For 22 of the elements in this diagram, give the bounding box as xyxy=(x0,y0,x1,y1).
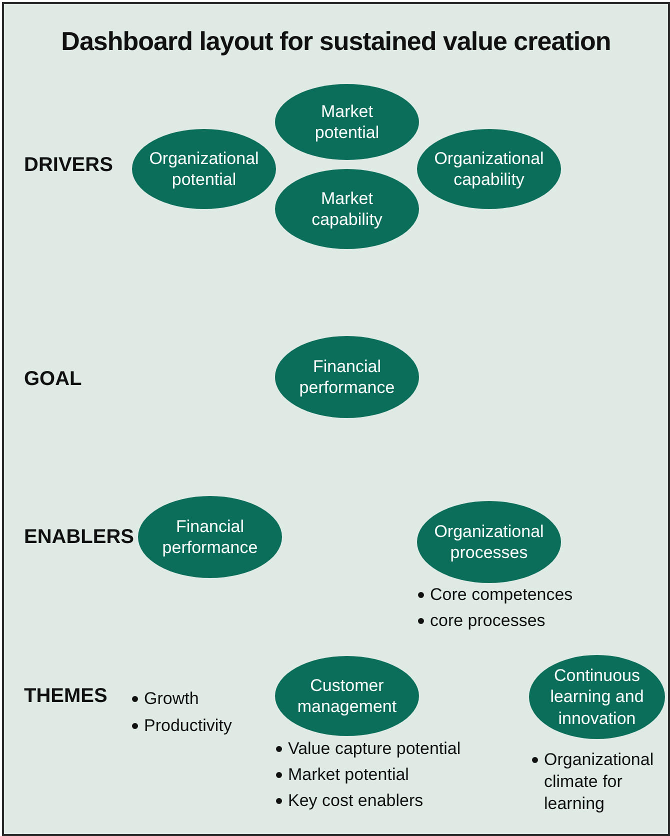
bullet-item: Core competences xyxy=(430,584,573,606)
node-text: Financial performance xyxy=(298,356,396,398)
node-text: Organizational potential xyxy=(148,148,260,190)
bullet-item: Productivity xyxy=(144,715,232,737)
node-text: Organizational capability xyxy=(433,148,545,190)
node-text: Market capability xyxy=(310,188,384,230)
node-text: Customer management xyxy=(296,674,398,718)
bullet-item: Growth xyxy=(144,688,199,710)
diagram-title: Dashboard layout for sustained value creation xyxy=(60,26,612,57)
node-text: Organizational processes xyxy=(433,520,545,564)
row-label: THEMES xyxy=(24,685,108,708)
bullet-item: Key cost enablers xyxy=(288,790,424,812)
row-label: ENABLERS xyxy=(24,526,134,549)
bullet-item: Value capture potential xyxy=(288,738,461,760)
bullet-item: Organizational climate for learning xyxy=(544,749,655,816)
row-label: GOAL xyxy=(24,368,82,391)
bullet-item: Market potential xyxy=(288,764,409,786)
row-label: DRIVERS xyxy=(24,154,113,177)
node-text: Market potential xyxy=(314,100,380,144)
node-text: Financial performance xyxy=(161,516,259,558)
node-text: Continuous learning and innovation xyxy=(549,665,645,729)
bullet-item: core processes xyxy=(430,610,546,632)
